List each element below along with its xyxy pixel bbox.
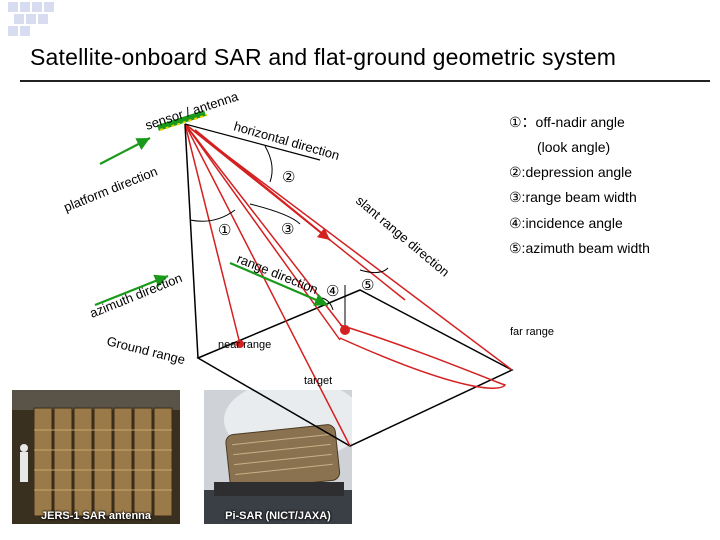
mark-off-nadir: ① xyxy=(218,222,231,239)
pisar-caption: Pi-SAR (NICT/JAXA) xyxy=(225,510,331,522)
pisar-image xyxy=(204,390,352,524)
jers-antenna-photo: JERS-1 SAR antenna xyxy=(12,390,180,524)
antenna xyxy=(157,110,208,131)
pisar-photo: Pi-SAR (NICT/JAXA) xyxy=(204,390,352,524)
slant-range-direction-label: slant range direction xyxy=(353,193,452,280)
nadir-line xyxy=(184,123,199,359)
legend-item: ④:incidence angle xyxy=(509,215,623,231)
jers-antenna-caption: JERS-1 SAR antenna xyxy=(40,510,152,522)
title-divider xyxy=(20,80,710,82)
azimuth-arc xyxy=(359,267,389,274)
far-range-label: far range xyxy=(510,326,554,338)
corner-decoration xyxy=(0,0,62,40)
platform-direction-label: platform direction xyxy=(62,164,160,215)
legend-item: ①：off-nadir angle xyxy=(509,114,625,130)
platform-direction-arrow xyxy=(99,137,151,165)
mark-range-beam: ③ xyxy=(281,221,294,238)
range-beam-arc xyxy=(249,203,301,225)
ground-range-label: Ground range xyxy=(105,333,186,367)
beam-lines xyxy=(184,123,513,447)
target-point xyxy=(340,325,350,335)
slant-range-arrow xyxy=(194,129,331,241)
page-title: Satellite-onboard SAR and flat-ground ge… xyxy=(30,44,617,70)
depression-arc xyxy=(264,145,273,183)
legend-item: ③:range beam width xyxy=(509,189,637,205)
off-nadir-arc xyxy=(189,209,236,222)
legend-item: ②:depression angle xyxy=(509,164,633,180)
ground-footprint xyxy=(196,289,514,447)
mark-incidence: ④ xyxy=(326,283,339,300)
mark-depression: ② xyxy=(282,169,295,186)
jers-antenna-image xyxy=(12,390,180,524)
near-range-label: near range xyxy=(218,339,271,351)
legend-item: (look angle) xyxy=(537,139,611,155)
horizontal-reference-line xyxy=(184,123,321,161)
far-range-edge xyxy=(339,324,507,389)
legend-item: ⑤:azimuth beam width xyxy=(509,240,650,256)
range-direction-label: range direction xyxy=(235,251,320,297)
near-range-point xyxy=(236,340,244,348)
target-label: target xyxy=(304,375,332,387)
mark-azimuth-beam: ⑤ xyxy=(361,277,374,294)
azimuth-direction-label: azimuth direction xyxy=(88,270,185,321)
range-direction-arrow xyxy=(229,261,329,307)
azimuth-direction-arrow xyxy=(94,274,169,307)
